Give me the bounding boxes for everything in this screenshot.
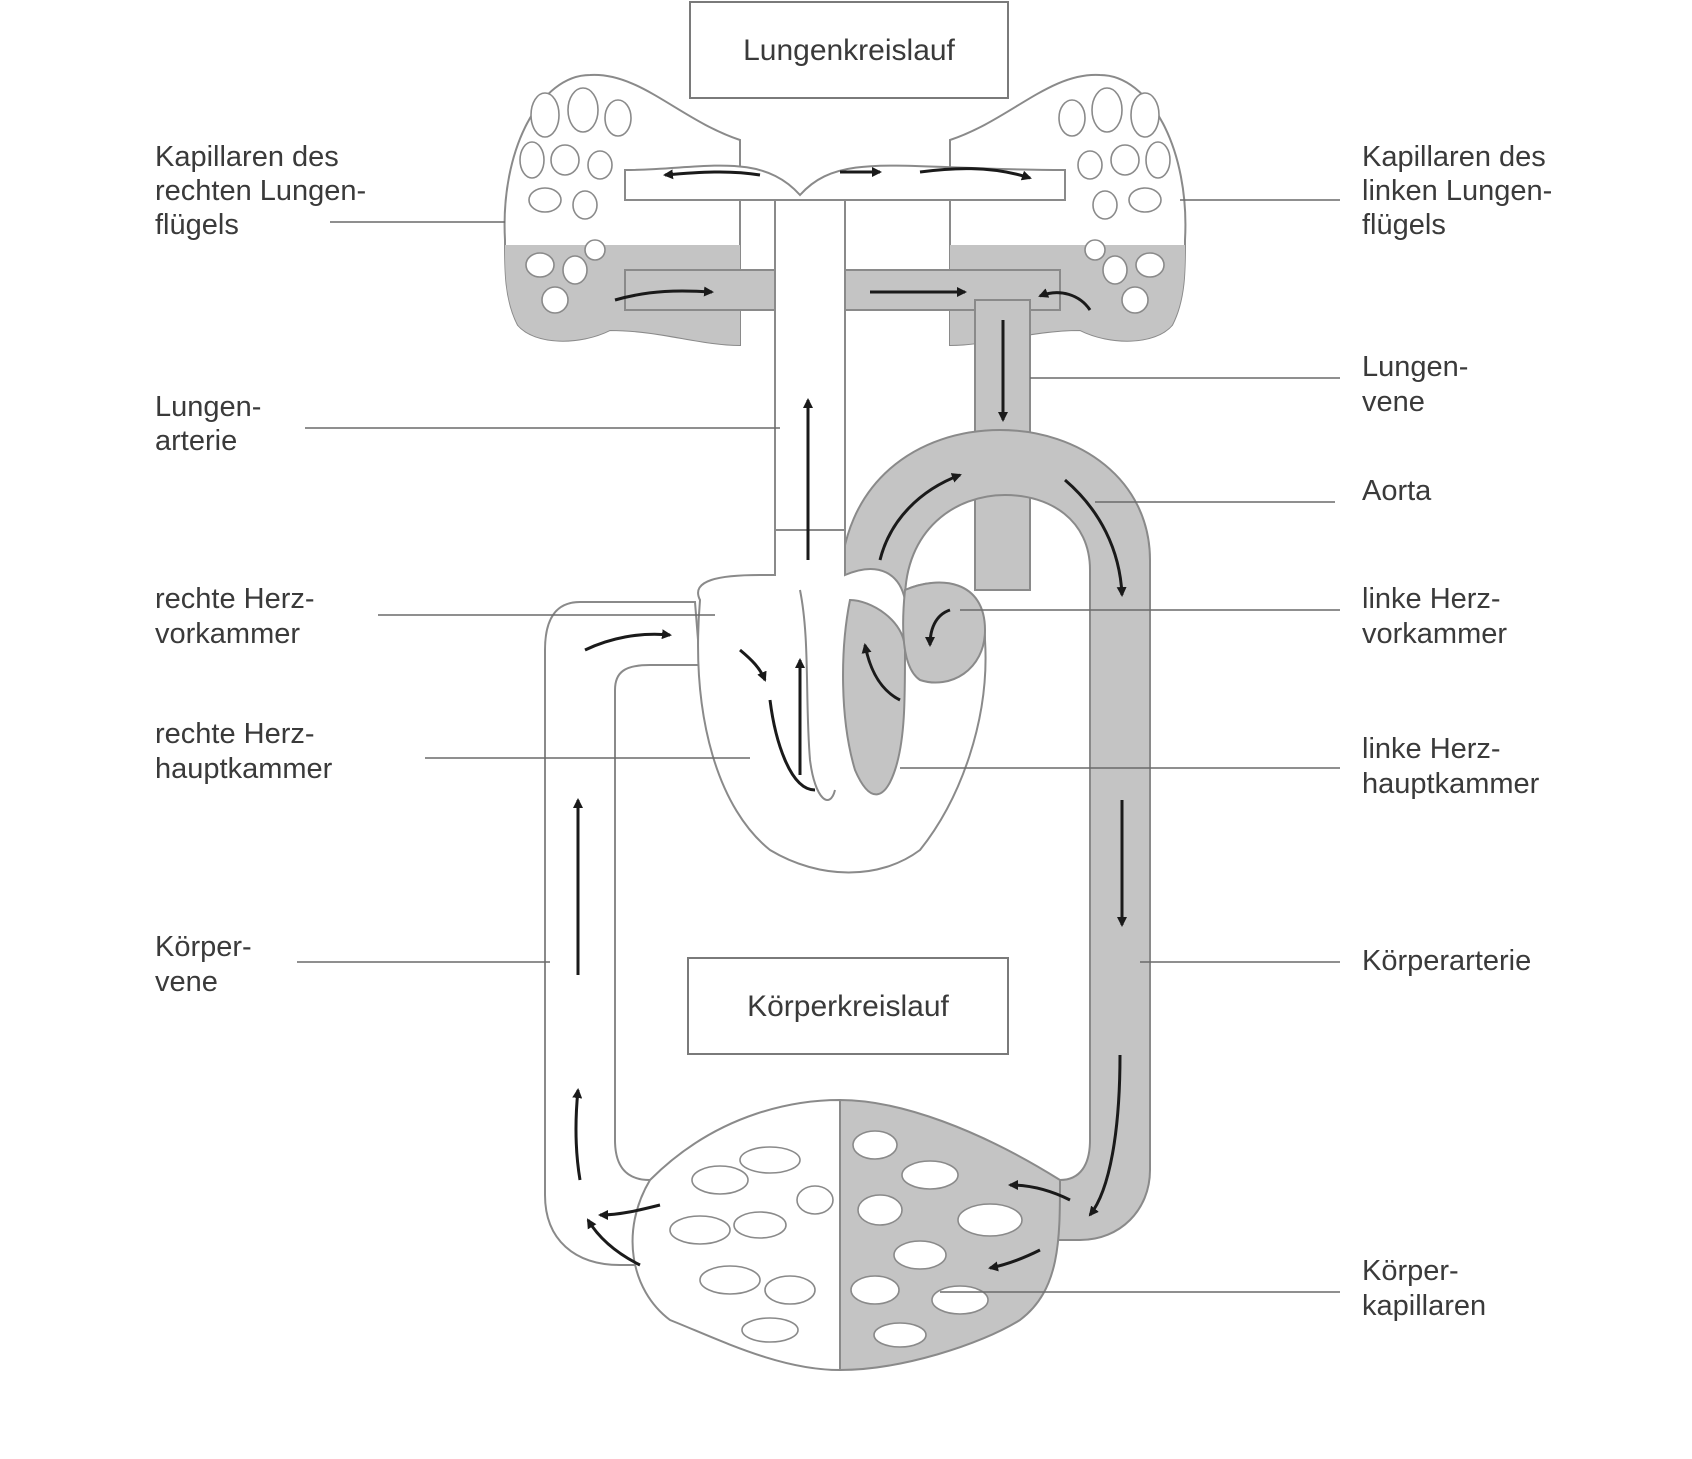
labels-left: Kapillaren des rechten Lungen- flügels L… bbox=[155, 141, 374, 998]
body-capillaries bbox=[631, 1098, 1062, 1372]
label-pulmonary-vein: Lungen- vene bbox=[1362, 351, 1477, 418]
arrow-right-lung-return bbox=[614, 286, 714, 302]
left-atrium bbox=[902, 581, 987, 684]
aorta-and-body-artery bbox=[838, 428, 1151, 1241]
arrow-right-atrium-down bbox=[739, 648, 767, 682]
arrow-body-vein-up bbox=[572, 1088, 583, 1181]
systemic-circulation-title: Körperkreislauf bbox=[747, 990, 949, 1023]
arrow-into-capillaries bbox=[988, 1248, 1041, 1272]
left-lung-capillaries bbox=[1058, 87, 1171, 314]
leader-lines bbox=[297, 199, 1340, 1293]
label-body-vein: Körper- vene bbox=[155, 931, 260, 998]
pulmonary-circulation-title: Lungenkreislauf bbox=[743, 34, 955, 67]
label-left-lung-capillaries: Kapillaren des linken Lungen- flügels bbox=[1362, 141, 1560, 241]
arrow-left-branch bbox=[663, 169, 761, 180]
arrow-left-atrium-down bbox=[925, 608, 951, 647]
label-body-capillaries: Körper- kapillaren bbox=[1362, 1255, 1486, 1322]
arrow-capillaries-out-2 bbox=[586, 1218, 641, 1267]
label-pulmonary-artery: Lungen- arterie bbox=[155, 391, 270, 457]
labels-right: Kapillaren des linken Lungen- flügels Lu… bbox=[1362, 141, 1560, 1322]
arrow-into-right-atrium bbox=[584, 629, 672, 652]
arrow-right-branch-2 bbox=[919, 167, 1032, 181]
arrow-body-artery-down-2 bbox=[1088, 1054, 1122, 1217]
heart bbox=[697, 529, 987, 874]
arrow-aorta-down bbox=[1064, 478, 1127, 597]
label-aorta: Aorta bbox=[1362, 475, 1432, 507]
right-lung-capillaries bbox=[519, 87, 632, 314]
arrow-left-ventricle-up bbox=[861, 643, 901, 702]
pulmonary-circulation-box: Lungenkreislauf bbox=[689, 1, 1009, 99]
right-ventricle-wall bbox=[768, 699, 816, 792]
label-left-ventricle: linke Herz- hauptkammer bbox=[1362, 733, 1540, 800]
heart-septum bbox=[799, 589, 836, 801]
systemic-circulation-box: Körperkreislauf bbox=[687, 957, 1009, 1055]
left-ventricle bbox=[842, 598, 907, 796]
label-right-ventricle: rechte Herz- hauptkammer bbox=[155, 718, 333, 785]
label-body-artery: Körperarterie bbox=[1362, 945, 1531, 977]
arrow-capillary-right-top bbox=[1008, 1180, 1071, 1202]
arrow-capillaries-out bbox=[598, 1203, 661, 1220]
arrow-left-lung-return bbox=[1038, 288, 1092, 311]
label-right-lung-capillaries: Kapillaren des rechten Lungen- flügels bbox=[155, 141, 374, 241]
pulmonary-artery-trunk bbox=[774, 199, 846, 581]
flow-arrows bbox=[572, 167, 1127, 1272]
label-right-atrium: rechte Herz- vorkammer bbox=[155, 583, 323, 650]
arrow-aorta-up bbox=[878, 473, 962, 561]
label-left-atrium: linke Herz- vorkammer bbox=[1362, 583, 1509, 650]
